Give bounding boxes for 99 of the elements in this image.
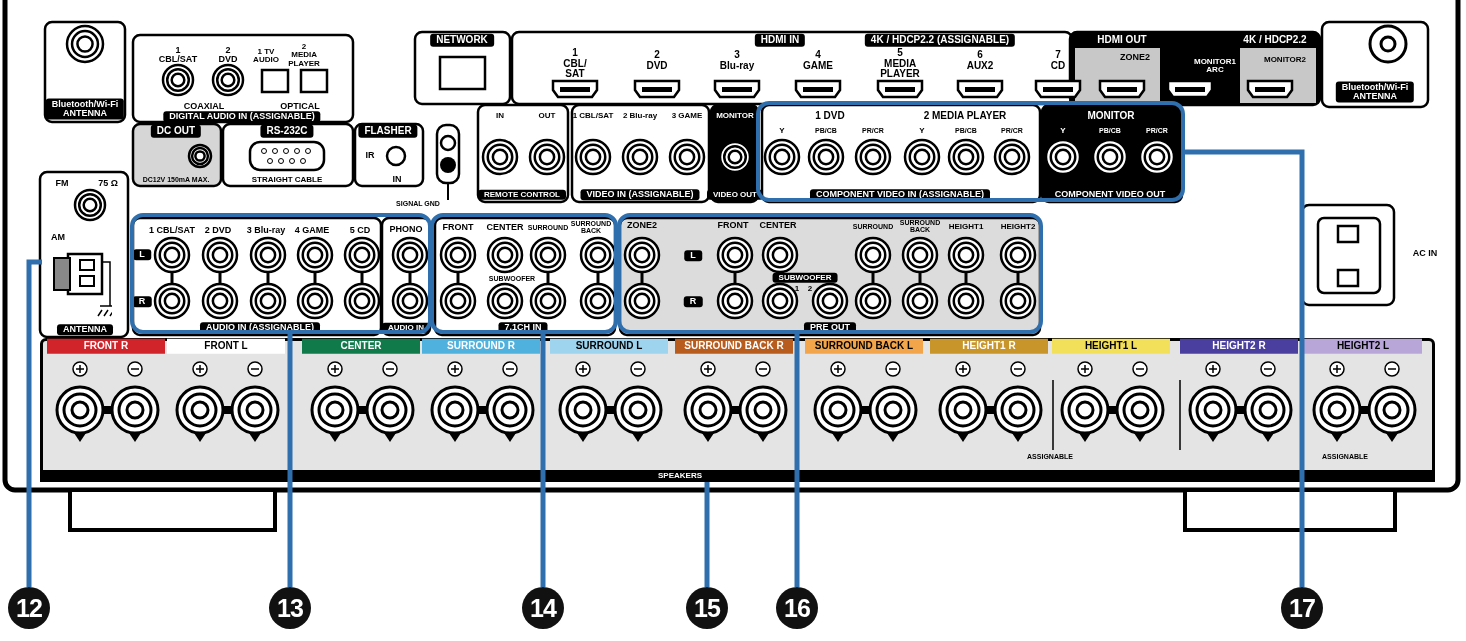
port-label: FM [55,179,69,189]
section-heading: L [684,250,702,262]
section-heading: Bluetooth/Wi-Fi ANTENNA [1335,81,1415,103]
port-label: IN [392,175,402,185]
channel-heading: SURROUND BACK R [675,338,793,354]
port-label: OPTICAL [280,102,320,112]
port-label: ZONE2 [1120,53,1150,63]
port-label: HEIGHT1 [948,222,984,232]
port-label: MONITOR2 [1263,55,1307,65]
port-label: IN [496,111,504,121]
port-label: ZONE2 [627,221,657,231]
port-label: FRONT [442,223,474,233]
port-label: 3 Blu-ray [719,49,755,71]
leader-line [540,334,546,587]
port-label: SPEAKERS [658,471,702,481]
section-heading: RS-232C [260,124,314,138]
port-label: HEIGHT2 [1000,222,1036,232]
section-heading: AUDIO IN [382,322,430,334]
port-label: 2 DVD [204,226,232,236]
port-label: 1 TV AUDIO [253,47,279,65]
leader-line [704,482,710,587]
port-label: 3 GAME [671,111,703,121]
port-label: 1 CBL/ SAT [563,48,587,80]
channel-heading: CENTER [302,338,420,354]
port-label: MONITOR [1087,110,1135,122]
port-label: 4 GAME [803,49,833,71]
port-label: 3 Blu-ray [246,226,286,236]
section-heading: R [683,296,703,308]
port-label: CENTER [486,223,524,233]
leader-line [26,259,42,587]
port-label: Y [779,126,785,136]
port-label: AM [51,233,65,243]
port-label: IR [365,151,375,161]
section-heading: 4K / HDCP2.2 (ASSIGNABLE) [864,33,1016,47]
section-heading: NETWORK [430,33,494,47]
port-label: STRAIGHT CABLE [251,175,323,185]
section-heading: Bluetooth/Wi-Fi ANTENNA [45,98,125,120]
callout-number: 17 [1281,587,1323,629]
port-label: 5 MEDIA PLAYER [880,48,920,80]
port-label: 75 Ω [98,179,118,189]
port-label: AC IN [1412,249,1438,259]
port-label: CENTER [759,221,797,231]
port-label: 2 Blu-ray [622,111,658,121]
callout-number: 12 [8,587,50,629]
channel-heading: SURROUND R [422,338,540,354]
port-label: 4K / HDCP2.2 [1243,34,1307,46]
section-heading: VIDEO IN (ASSIGNABLE) [580,189,700,201]
port-label: FRONT [717,221,749,231]
port-label: COAXIAL [183,102,225,112]
channel-heading: SURROUND L [550,338,668,354]
highlight-frame [617,213,1043,334]
port-label: PHONO [389,225,423,235]
callout-number: 13 [269,587,311,629]
section-heading: SUBWOOFER [772,272,838,284]
port-label: 2 DVD [646,49,668,71]
callout-number: 14 [522,587,564,629]
port-label: 1 CBL/SAT [149,226,195,236]
channel-heading: HEIGHT1 L [1052,338,1170,354]
port-label: 7 CD [1050,49,1066,71]
section-heading: COMPONENT VIDEO IN (ASSIGNABLE) [810,189,990,201]
port-label: HDMI OUT [1097,34,1147,46]
port-label: Y [919,126,925,136]
port-label: 2 [807,284,813,294]
port-label: MONITOR1 ARC [1193,57,1237,75]
section-heading: ANTENNA [57,324,113,336]
highlight-frame [430,213,618,334]
port-label: 1 [794,284,800,294]
leader-line [794,334,800,587]
channel-heading: HEIGHT2 R [1180,338,1298,354]
port-label: 1 CBL/SAT [158,45,198,65]
port-label: 1 DVD [815,110,845,122]
port-label: 1 CBL/SAT [572,111,614,121]
port-label: 2 DVD [218,45,238,65]
port-label: 2 MEDIA PLAYER [288,43,320,69]
channel-heading: FRONT R [47,338,165,354]
callout-number: 16 [776,587,818,629]
leader-line [287,334,293,587]
port-label: 2 MEDIA PLAYER [923,110,1007,122]
port-label: 5 CD [349,226,371,236]
port-label: MONITOR [716,111,754,121]
section-heading: REMOTE CONTROL [478,189,566,201]
speaker-terminal-panel [40,338,1435,482]
leader-line [1185,149,1305,587]
channel-heading: FRONT L [167,338,285,354]
callout-number: 15 [686,587,728,629]
section-heading: DC OUT [150,124,202,138]
section-heading: DIGITAL AUDIO IN (ASSIGNABLE) [163,111,321,123]
port-label: 6 AUX2 [966,49,994,71]
channel-heading: HEIGHT1 R [930,338,1048,354]
channel-heading: HEIGHT2 L [1304,338,1422,354]
port-label: Y [1060,126,1066,136]
section-heading: HDMI IN [754,33,806,47]
channel-heading: SURROUND BACK L [805,338,923,354]
port-label: 4 GAME [294,226,330,236]
port-label: OUT [538,111,556,121]
section-heading: FLASHER [358,124,418,138]
section-heading: L [133,249,151,261]
section-heading: R [132,296,152,308]
highlight-frame [756,101,1185,202]
